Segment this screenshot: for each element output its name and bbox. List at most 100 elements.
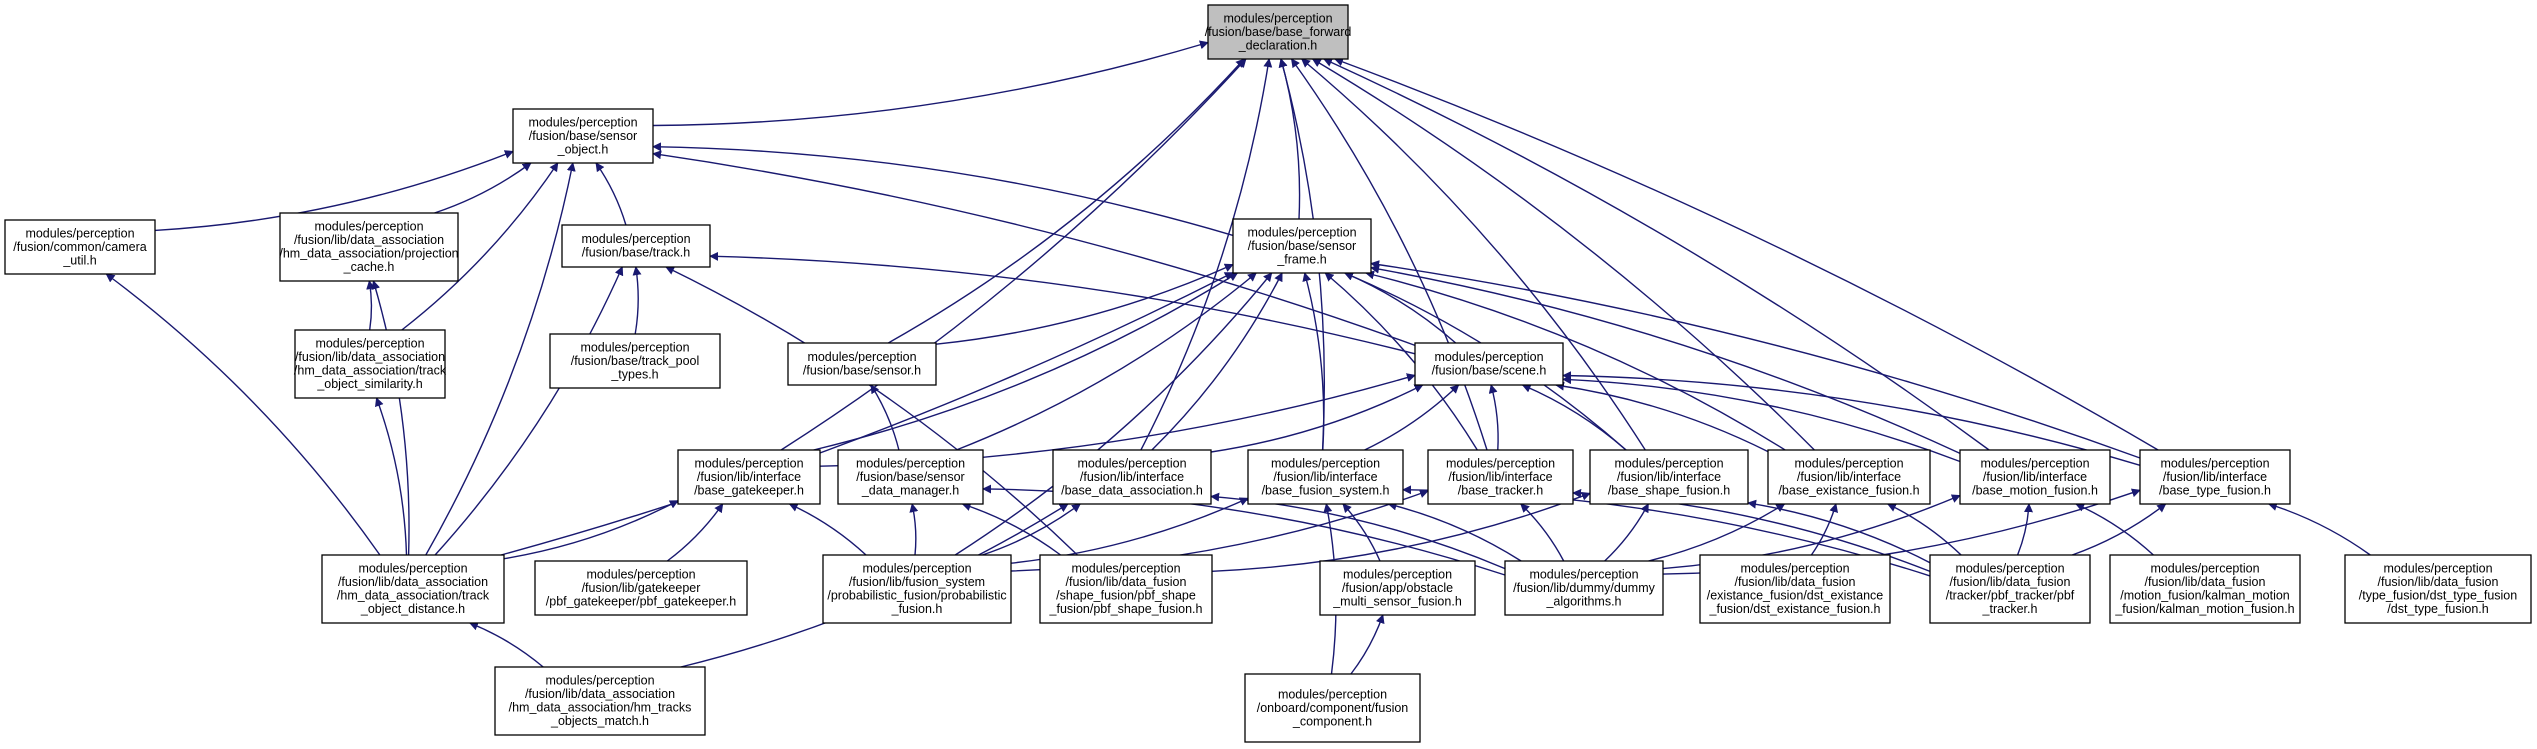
edge-track_object_distance-to-sensor_object [425, 162, 576, 556]
node-box [294, 329, 446, 399]
node-pbf_shape_fusion[interactable]: modules/perception/fusion/lib/data_fusio… [1039, 554, 1213, 624]
node-label-line: /fusion/app/obstacle [1342, 581, 1453, 595]
node-base_type_fusion[interactable]: modules/perception/fusion/lib/interface/… [2139, 449, 2291, 505]
node-label-line: /base_tracker.h [1458, 483, 1544, 497]
node-label-line: modules/perception [315, 337, 424, 351]
node-label-line: /fusion/lib/data_fusion [2378, 575, 2499, 589]
node-label-line: modules/perception [358, 562, 467, 576]
node-label-line: modules/perception [2160, 456, 2269, 470]
node-sensor_data_manager[interactable]: modules/perception/fusion/base/sensor_da… [837, 449, 984, 505]
node-hm_tracks_objects_match[interactable]: modules/perception/fusion/lib/data_assoc… [494, 666, 706, 736]
node-track_pool_types[interactable]: modules/perception/fusion/base/track_poo… [549, 333, 721, 389]
node-label-line: /pbf_gatekeeper/pbf_gatekeeper.h [546, 594, 736, 608]
node-pbf_gatekeeper[interactable]: modules/perception/fusion/lib/gatekeeper… [534, 560, 748, 616]
node-sensor[interactable]: modules/perception/fusion/base/sensor.h [787, 342, 937, 386]
node-base_motion_fusion[interactable]: modules/perception/fusion/lib/interface/… [1959, 449, 2111, 505]
edge-base_gatekeeper-to-sensor_frame [813, 272, 1239, 451]
node-label-line: /fusion/lib/interface [1617, 470, 1721, 484]
node-box [4, 219, 156, 275]
node-label-line: /shape_fusion/pbf_shape [1056, 589, 1196, 603]
node-label-line: /fusion/base/sensor [856, 470, 964, 484]
edge-base_motion_fusion-to-sensor_frame [1370, 264, 1961, 455]
edge-probabilistic_fusion-to-base_data_association [982, 503, 1081, 556]
node-label-line: /fusion/lib/fusion_system [849, 575, 985, 589]
edge-base_existance_fusion-to-sensor_frame [1365, 270, 1786, 451]
edge-track_object_distance-to-track [434, 266, 624, 556]
node-box [1247, 449, 1404, 505]
edge-base_type_fusion-to-root [1334, 57, 2159, 451]
edge-sensor_object-to-root [652, 40, 1209, 127]
node-base_existance_fusion[interactable]: modules/perception/fusion/lib/interface/… [1767, 449, 1931, 505]
node-obstacle_multi_sensor_fusion[interactable]: modules/perception/fusion/app/obstacle_m… [1319, 560, 1476, 616]
edge-track_object_similarity-to-projection_cache [366, 280, 376, 331]
node-scene[interactable]: modules/perception/fusion/base/scene.h [1414, 342, 1564, 386]
edge-dummy_algorithms-to-base_data_association [1210, 492, 1506, 570]
edge-camera_util-to-sensor_object [154, 150, 514, 232]
node-label-line: /base_shape_fusion.h [1608, 483, 1730, 497]
node-probabilistic_fusion[interactable]: modules/perception/fusion/lib/fusion_sys… [822, 554, 1012, 624]
node-base_data_association[interactable]: modules/perception/fusion/lib/interface/… [1052, 449, 1212, 505]
node-dst_existance_fusion[interactable]: modules/perception/fusion/lib/data_fusio… [1699, 554, 1891, 624]
node-sensor_object[interactable]: modules/perception/fusion/base/sensor_ob… [512, 108, 654, 164]
node-box [2344, 554, 2532, 624]
node-track_object_distance[interactable]: modules/perception/fusion/lib/data_assoc… [321, 554, 505, 624]
node-camera_util[interactable]: modules/perception/fusion/common/camera_… [4, 219, 156, 275]
edge-base_tracker-to-sensor_frame [1324, 272, 1478, 451]
node-root[interactable]: modules/perception/fusion/base/base_forw… [1205, 4, 1352, 60]
edge-obstacle_multi_sensor_fusion-to-base_fusion_system [1342, 503, 1381, 562]
node-pbf_tracker[interactable]: modules/perception/fusion/lib/data_fusio… [1929, 554, 2091, 624]
node-label-line: /fusion/base/scene.h [1432, 364, 1547, 378]
node-track_object_similarity[interactable]: modules/perception/fusion/lib/data_assoc… [294, 329, 447, 399]
node-base_gatekeeper[interactable]: modules/perception/fusion/lib/interface/… [677, 449, 821, 505]
edge-track_pool_types-to-track [632, 266, 642, 335]
edge-sensor_frame-to-root [1278, 58, 1301, 220]
edge-base_existance_fusion-to-scene [1555, 381, 1769, 453]
edge-pbf_tracker-to-base_type_fusion [2071, 503, 2167, 556]
node-label-line: modules/perception [314, 220, 423, 234]
node-box [1959, 449, 2111, 505]
node-label-line: _component.h [1292, 714, 1372, 728]
node-label-line: modules/perception [1980, 456, 2089, 470]
node-box [1244, 673, 1421, 743]
edge-base_tracker-to-root [1290, 58, 1488, 451]
node-label-line: _fusion.h [891, 602, 943, 616]
edge-base_type_fusion-to-scene [1562, 371, 2141, 466]
node-projection_cache[interactable]: modules/perception/fusion/lib/data_assoc… [279, 212, 459, 282]
node-label-line: /hm_data_association/track [294, 364, 447, 378]
edge-probabilistic_fusion-to-sensor_data_manager [909, 503, 919, 556]
node-label-line: /fusion/lib/interface [1983, 470, 2087, 484]
node-label-line: _object_similarity.h [316, 377, 422, 391]
node-label-line: _algorithms.h [1545, 594, 1621, 608]
node-dummy_algorithms[interactable]: modules/perception/fusion/lib/dummy/dumm… [1504, 560, 1664, 616]
node-label-line: /base_existance_fusion.h [1778, 483, 1919, 497]
edge-base_fusion_system-to-scene [1364, 384, 1460, 451]
node-label-line: /tracker/pbf_tracker/pbf [1946, 589, 2075, 603]
node-label-line: /hm_data_association/projection [279, 247, 458, 261]
node-base_shape_fusion[interactable]: modules/perception/fusion/lib/interface/… [1589, 449, 1749, 505]
edge-track_object_distance-to-projection_cache [371, 280, 410, 556]
edge-sensor_data_manager-to-sensor [870, 384, 900, 451]
node-label-line: modules/perception [1614, 456, 1723, 470]
node-track[interactable]: modules/perception/fusion/base/track.h [561, 224, 711, 268]
edge-dst_existance_fusion-to-base_existance_fusion [1810, 503, 1838, 556]
node-base_tracker[interactable]: modules/perception/fusion/lib/interface/… [1427, 449, 1574, 505]
node-sensor_frame[interactable]: modules/perception/fusion/base/sensor_fr… [1232, 218, 1372, 274]
edge-fusion_component-to-obstacle_multi_sensor_fusion [1350, 614, 1385, 675]
node-fusion_component[interactable]: modules/perception/onboard/component/fus… [1244, 673, 1421, 743]
node-kalman_motion_fusion[interactable]: modules/perception/fusion/lib/data_fusio… [2109, 554, 2301, 624]
node-label-line: _frame.h [1276, 252, 1326, 266]
node-box [1414, 342, 1564, 386]
node-label-line: modules/perception [2150, 562, 2259, 576]
node-label-line: modules/perception [580, 340, 689, 354]
node-box [534, 560, 748, 616]
edge-scene-to-sensor_object [652, 150, 1416, 347]
node-dst_type_fusion[interactable]: modules/perception/fusion/lib/data_fusio… [2344, 554, 2532, 624]
node-base_fusion_system[interactable]: modules/perception/fusion/lib/interface/… [1247, 449, 1404, 505]
edge-track-to-sensor_object [595, 162, 627, 226]
edge-projection_cache-to-sensor_object [434, 162, 532, 214]
edge-sensor_data_manager-to-sensor_frame [956, 272, 1257, 451]
node-label-line: /fusion/lib/data_association [295, 350, 445, 364]
edge-kalman_motion_fusion-to-base_motion_fusion [2075, 503, 2154, 556]
edge-probabilistic_fusion-to-base_gatekeeper [788, 503, 867, 556]
